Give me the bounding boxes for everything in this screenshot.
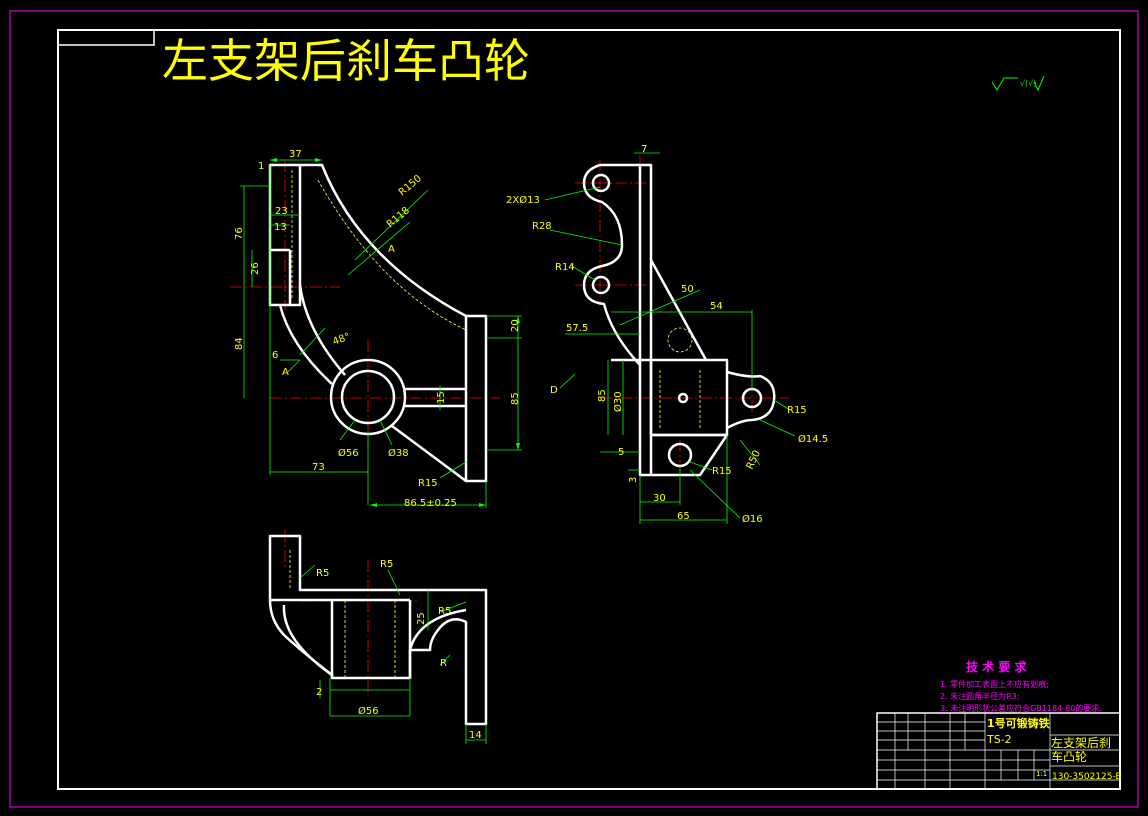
dim-phi56-front: Ø56: [338, 447, 359, 459]
title-block-part-name-box: 左支架后刹车凸轮: [1051, 736, 1112, 764]
bottom-view: R5 R5 R5 25 R 2 Ø56 14: [268, 530, 488, 744]
dim-86-5: 86.5±0.25: [404, 498, 457, 509]
front-outline: [268, 163, 488, 483]
technical-requirements: 技 术 要 求 1. 零件加工表面上不应有划痕; 2. 未注圆角半径为R3; 3…: [940, 659, 1102, 713]
dim-65: 65: [677, 511, 690, 522]
bottom-outline: [268, 534, 488, 726]
dim-6: 6: [272, 350, 278, 361]
dim-26: 26: [250, 262, 261, 275]
dim-3: 3: [628, 477, 639, 483]
title-block-drawing-number: 130-3502125-B: [1052, 772, 1122, 782]
front-dimension-lines: [240, 159, 522, 508]
bottom-dimension-lines: [299, 564, 487, 744]
dim-25: 25: [416, 612, 427, 625]
title-block-frame: [876, 712, 1121, 790]
dim-76: 76: [234, 227, 245, 240]
dim-phi38: Ø38: [388, 447, 409, 459]
dim-r15-lug: R15: [787, 405, 807, 416]
dim-2x-phi13: 2XØ13: [506, 194, 540, 206]
dim-7: 7: [641, 144, 647, 155]
drawing-title: 左支架后刹车凸轮: [162, 34, 530, 88]
dim-phi14-5: Ø14.5: [798, 433, 828, 445]
drawing-frame: [57, 29, 1121, 790]
dim-r15-bottom: R15: [712, 466, 732, 477]
dim-r14: R14: [555, 262, 575, 273]
dim-14: 14: [469, 730, 482, 741]
dim-30: 30: [653, 493, 666, 504]
title-block-material-code: TS-2: [986, 733, 1012, 746]
dim-phi56-bottom: Ø56: [358, 705, 379, 717]
dim-85-side: 85: [597, 389, 608, 402]
bottom-hidden-lines: [289, 550, 396, 678]
dim-15: 15: [436, 391, 447, 404]
tech-req-item-2: 2. 未注圆角半径为R3;: [940, 691, 1020, 701]
tech-req-item-1: 1. 零件加工表面上不应有划痕;: [940, 679, 1049, 689]
dim-85-front: 85: [510, 392, 521, 405]
dim-5: 5: [618, 447, 624, 458]
front-arrowheads: [270, 158, 520, 507]
dim-57-5: 57.5: [566, 323, 588, 334]
sheet-border: [9, 10, 1139, 808]
dim-13: 13: [274, 222, 287, 233]
side-dimension-lines: [544, 152, 796, 524]
section-mark-a-bottom: A: [282, 367, 289, 378]
dim-37: 37: [289, 149, 302, 160]
side-hidden-lines: [659, 327, 701, 430]
dim-phi16: Ø16: [742, 513, 763, 525]
dim-73: 73: [312, 462, 325, 473]
dim-r5-right: R5: [438, 606, 451, 617]
section-mark-a-top: A: [388, 244, 395, 255]
surface-roughness-label: √(√): [1020, 79, 1036, 88]
dim-r15-front: R15: [418, 478, 438, 489]
title-block-ratio: 1:1: [1036, 770, 1047, 778]
dim-54: 54: [710, 301, 723, 312]
dim-r5-middle: R5: [380, 559, 393, 570]
tech-req-item-3: 3. 未注明形状公差应符合GB1184-80的要求.: [940, 703, 1102, 713]
dim-50: 50: [681, 284, 694, 295]
mark-d: D: [550, 385, 558, 396]
title-block-material: 1号可锻铸铁: [987, 716, 1050, 730]
title-block: 1号可锻铸铁 TS-2 左支架后刹车凸轮 1:1 130-3502125-B: [876, 712, 1122, 790]
dim-r5-left: R5: [316, 568, 329, 579]
side-outline: [582, 163, 776, 477]
side-view: 7 2XØ13 R28 R14 50 54 57.5 D 85 Ø30 5 3 …: [506, 144, 828, 525]
dim-phi30: Ø30: [612, 391, 624, 412]
surface-roughness-symbol: [991, 75, 1045, 92]
dim-2: 2: [316, 687, 322, 698]
front-centerlines: [230, 160, 500, 450]
dim-20: 20: [510, 319, 521, 332]
dim-r: R: [440, 658, 447, 669]
tech-req-heading: 技 术 要 求: [966, 659, 1028, 674]
front-hidden-lines: [291, 170, 467, 331]
dim-84: 84: [234, 337, 245, 350]
title-block-grid: [877, 713, 1120, 789]
code-box: [58, 30, 155, 46]
title-block-part-name: 左支架后刹车凸轮: [1051, 736, 1112, 764]
mark-1: 1: [258, 161, 264, 172]
dim-23: 23: [275, 206, 288, 217]
dim-r28: R28: [532, 221, 552, 232]
